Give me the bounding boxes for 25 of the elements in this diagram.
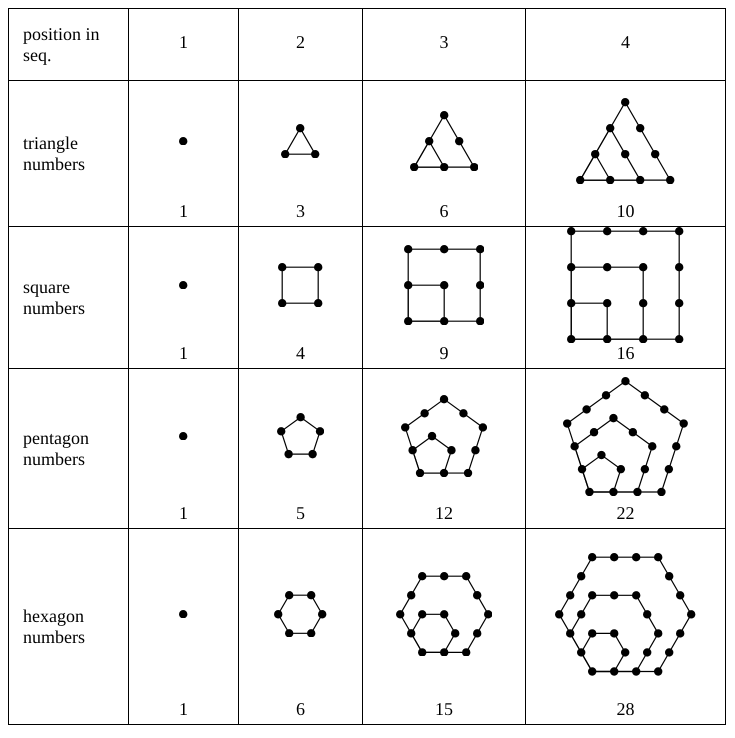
figure-number: 10 xyxy=(616,201,634,222)
figure-number: 1 xyxy=(179,343,188,364)
row-label: square numbers xyxy=(23,276,86,318)
figure-number: 16 xyxy=(616,343,634,364)
column-number: 2 xyxy=(296,32,305,53)
figure-number: 1 xyxy=(179,503,188,524)
column-number: 4 xyxy=(621,32,630,53)
figure-number: 1 xyxy=(179,699,188,720)
figure-number: 4 xyxy=(296,343,305,364)
figure-number: 9 xyxy=(440,343,448,364)
figure-number: 15 xyxy=(435,699,453,720)
figure-number: 5 xyxy=(296,503,305,524)
figure-number: 1 xyxy=(179,201,188,222)
row-label: triangle numbers xyxy=(23,132,86,174)
figure-number: 22 xyxy=(616,503,634,524)
row-label: hexagon numbers xyxy=(23,606,86,648)
header-label: position in seq. xyxy=(23,24,101,66)
row-label: pentagon numbers xyxy=(23,428,90,470)
figure-number: 12 xyxy=(435,503,453,524)
column-number: 1 xyxy=(179,32,188,53)
figure-number: 3 xyxy=(296,201,305,222)
column-number: 3 xyxy=(440,32,448,53)
figure-number: 28 xyxy=(616,699,634,720)
figure-number: 6 xyxy=(440,201,448,222)
figure-number: 6 xyxy=(296,699,305,720)
